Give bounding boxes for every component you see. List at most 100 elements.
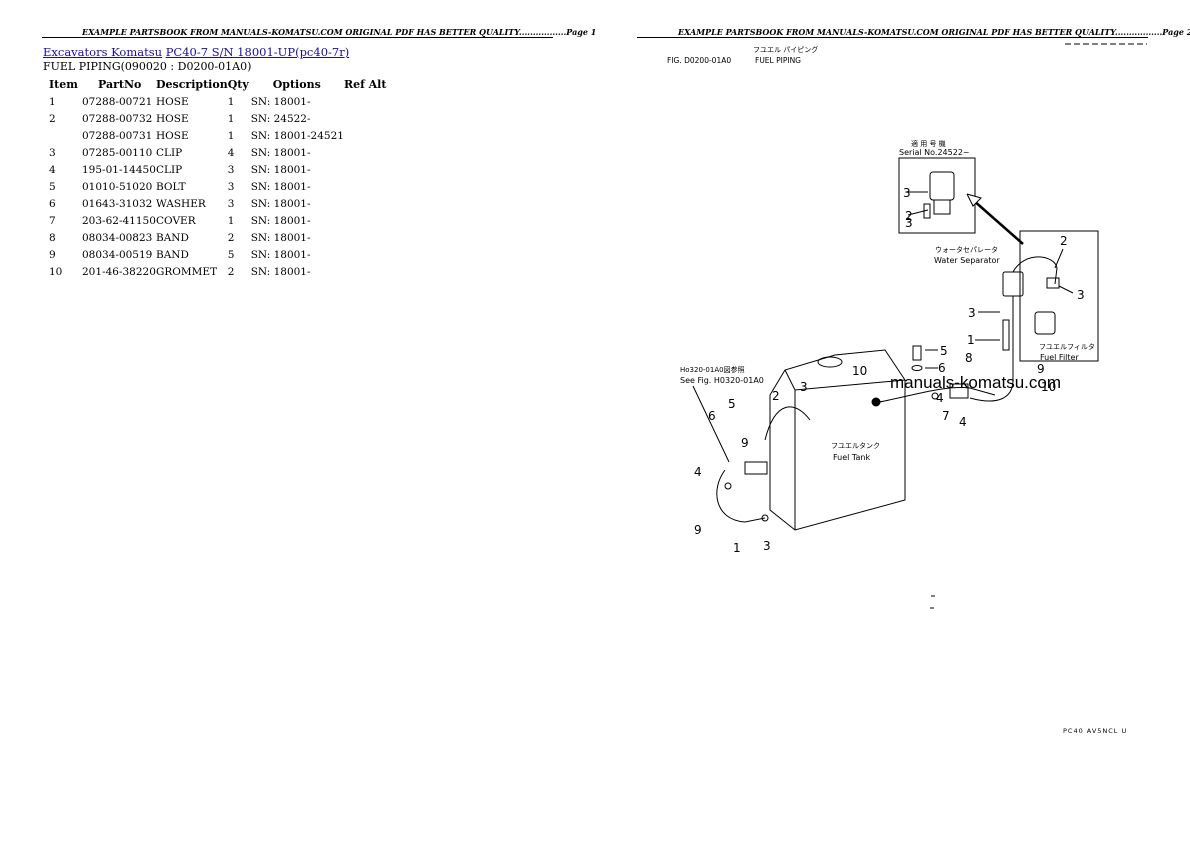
callout-4-mid2: 4 xyxy=(959,415,967,429)
page-1: EXAMPLE PARTSBOOK FROM MANUALS-KOMATSU.C… xyxy=(42,27,597,280)
cell-item: 10 xyxy=(49,265,63,278)
cell-refalt xyxy=(344,263,404,280)
callout-4-mid: 4 xyxy=(936,391,944,405)
fuel-filter-label: Fuel Filter xyxy=(1040,353,1079,362)
cell-item: 8 xyxy=(49,231,56,244)
callout-6-tank: 6 xyxy=(708,409,716,423)
callout-4-tank: 4 xyxy=(694,465,702,479)
callout-3-left: 3 xyxy=(968,306,976,320)
cell-options: SN: 24522- xyxy=(250,112,311,125)
cell-partno: 195-01-14450 xyxy=(82,163,156,176)
breadcrumb: Excavators Komatsu PC40-7 S/N 18001-UP(p… xyxy=(43,45,349,59)
cell-qty: 1 xyxy=(227,129,235,142)
clip-3-tank xyxy=(761,514,769,522)
cell-options: SN: 18001- xyxy=(250,214,311,227)
water-separator-jp: ウォータセパレータ xyxy=(935,245,998,254)
cell-refalt xyxy=(344,93,404,110)
cell-item: 6 xyxy=(49,197,56,210)
hose-1-segment xyxy=(1002,319,1010,351)
cell-description: BAND xyxy=(156,248,189,261)
hose-1-tank xyxy=(716,469,766,523)
cell-refalt xyxy=(344,127,404,144)
serial-jp: 適 用 号 機 xyxy=(911,139,946,148)
cell-partno: 07288-00721 xyxy=(82,95,153,108)
callout-5-tank: 5 xyxy=(728,397,736,411)
cell-partno: 07288-00731 xyxy=(82,129,153,142)
cell-options: SN: 18001- xyxy=(250,197,311,210)
fig-title: FUEL PIPING xyxy=(755,56,801,65)
cell-partno: 08034-00519 xyxy=(82,248,153,261)
fuel-piping-diagram: フユエル パイピング FIG. D0200-01A0 FUEL PIPING 適… xyxy=(667,43,1147,735)
cell-item: 3 xyxy=(49,146,56,159)
callout-3-tank-low: 3 xyxy=(763,539,771,553)
cell-item: 9 xyxy=(49,248,56,261)
cell-options: SN: 18001- xyxy=(250,248,311,261)
cell-qty: 3 xyxy=(227,180,235,193)
cell-refalt xyxy=(344,229,404,246)
cell-partno: 203-62-41150 xyxy=(82,214,156,227)
cell-description: WASHER xyxy=(156,197,206,210)
cell-description: BOLT xyxy=(156,180,186,193)
callout-9-right: 9 xyxy=(1037,362,1045,376)
cell-qty: 2 xyxy=(227,231,235,244)
fuel-filter-jp: フユエルフィルタ xyxy=(1039,342,1095,351)
breadcrumb-link-excavators[interactable]: Excavators Komatsu xyxy=(43,45,163,59)
breadcrumb-link-model[interactable]: PC40-7 S/N 18001-UP(pc40-7r) xyxy=(165,45,350,59)
leader-3b xyxy=(1058,285,1074,294)
footer-code: PC40 AV5NCL U xyxy=(1063,727,1127,735)
callout-9-tank-low: 9 xyxy=(694,523,702,537)
serial-inset-box xyxy=(898,157,976,234)
cell-description: HOSE xyxy=(156,129,189,142)
cell-item xyxy=(45,127,82,144)
fuel-filter-body xyxy=(1034,311,1056,335)
table-header-row: Item PartNo Description Qty Options Ref … xyxy=(45,75,404,93)
callout-1-tank: 1 xyxy=(733,541,741,555)
clip-3-upper xyxy=(1046,277,1060,289)
callout-10-right: 10 xyxy=(1041,380,1056,394)
col-header-qty: Qty xyxy=(227,77,249,91)
washer-6 xyxy=(911,365,923,371)
cell-options: SN: 18001- xyxy=(250,163,311,176)
inset-callout-2: 2 xyxy=(905,209,913,223)
fig-title-jp: フユエル パイピング xyxy=(753,45,818,54)
cell-partno: 01010-51020 xyxy=(82,180,153,193)
col-header-partno: PartNo xyxy=(98,77,142,91)
cell-description: BAND xyxy=(156,231,189,244)
cell-partno: 01643-31032 xyxy=(82,197,153,210)
col-header-description: Description xyxy=(156,77,228,91)
cell-partno: 201-46-38220 xyxy=(82,265,156,278)
cell-refalt xyxy=(344,246,404,263)
cell-options: SN: 18001- xyxy=(250,231,311,244)
cell-description: HOSE xyxy=(156,95,189,108)
cell-partno: 08034-00823 xyxy=(82,231,153,244)
see-fig-label: See Fig. H0320-01A0 xyxy=(680,376,764,385)
inset-hose xyxy=(923,203,931,219)
separator-inset-body xyxy=(929,171,955,201)
watermark: manuals-komatsu.com xyxy=(890,373,1062,392)
banner-divider xyxy=(637,37,1148,38)
cell-options: SN: 18001- xyxy=(250,95,311,108)
clip-4-tank xyxy=(724,482,732,490)
callout-labels: 3 3 2 2 3 3 1 5 8 6 9 10 4 7 4 10 3 2 5 xyxy=(694,186,1085,555)
cell-qty: 5 xyxy=(227,248,235,261)
col-header-item: Item xyxy=(49,77,78,91)
page-banner: EXAMPLE PARTSBOOK FROM MANUALS-KOMATSU.C… xyxy=(82,27,597,37)
bolt-5 xyxy=(912,345,922,361)
cell-description: CLIP xyxy=(156,163,183,176)
fig-code: FIG. D0200-01A0 xyxy=(667,56,731,65)
callout-5: 5 xyxy=(940,344,948,358)
cell-description: GROMMET xyxy=(156,265,218,278)
cell-description: CLIP xyxy=(156,146,183,159)
cell-refalt xyxy=(344,195,404,212)
cell-item: 2 xyxy=(49,112,56,125)
callout-8: 8 xyxy=(965,351,973,365)
callout-6: 6 xyxy=(938,361,946,375)
cell-partno: 07285-00110 xyxy=(82,146,153,159)
